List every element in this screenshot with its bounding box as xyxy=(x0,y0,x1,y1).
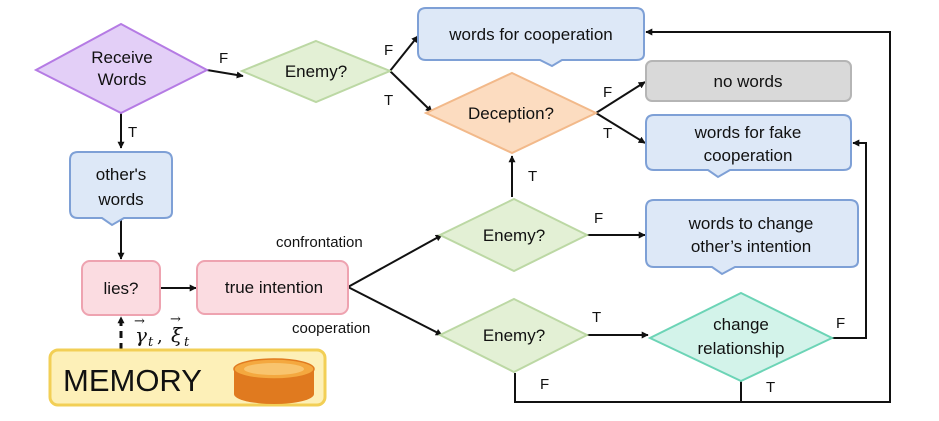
node-lies: lies? xyxy=(81,260,161,316)
edge-deception-no-words xyxy=(595,81,646,114)
true-intention-shape xyxy=(196,260,349,315)
symbol-xi-vector-arrow: → xyxy=(170,312,181,327)
receive-words-line1: Receive xyxy=(91,48,152,67)
edge-enemy-bot-loop xyxy=(514,373,741,403)
node-enemy-bot: Enemy? xyxy=(437,297,590,374)
words-for-cooperation-label: words for cooperation xyxy=(448,25,612,44)
connectors xyxy=(117,28,891,403)
edge-deception-fake-coop xyxy=(595,112,646,144)
change-relationship-line1: change xyxy=(713,315,769,334)
node-true-intention: true intention xyxy=(196,260,349,315)
lies-shape xyxy=(81,260,161,316)
lies-label: lies? xyxy=(104,279,139,298)
symbol-gamma-vector-arrow: → xyxy=(134,314,145,329)
edge-receive-enemy-top xyxy=(206,69,244,79)
enemy-top-label: Enemy? xyxy=(285,62,347,81)
symbol-gamma: γ xyxy=(135,323,147,347)
label-enemy-coop-f: F xyxy=(384,42,393,59)
no-words-shape xyxy=(645,60,852,102)
label-change-rel-fake-f: F xyxy=(836,315,845,332)
words-to-change-intention-line1: words to change xyxy=(688,214,814,233)
edge-change-rel-fake-coop xyxy=(832,139,867,339)
words-to-change-intention-line2: other’s intention xyxy=(691,237,811,256)
symbol-comma: , xyxy=(157,326,163,347)
words-for-fake-cooperation-line1: words for fake xyxy=(694,123,802,142)
node-memory: MEMORY xyxy=(48,348,327,407)
edge-change-rel-loop-coop xyxy=(645,28,891,403)
words-to-change-intention-shape xyxy=(645,199,859,276)
label-enemy-mid-deception-t: T xyxy=(528,168,537,185)
symbol-xi-subscript: t xyxy=(184,335,190,350)
label-enemy-mid-change-f: F xyxy=(594,210,603,227)
no-words-label: no words xyxy=(714,72,783,91)
deception-shape xyxy=(423,71,599,155)
receive-words-line2: Words xyxy=(98,70,147,89)
label-enemy-deception-t: T xyxy=(384,92,393,109)
others-words-line2: words xyxy=(97,190,143,209)
node-words-for-fake-cooperation: words for fake cooperation xyxy=(645,114,852,179)
database-icon-rim xyxy=(244,363,304,375)
enemy-mid-label: Enemy? xyxy=(483,226,545,245)
memory-symbols: γ → t , ξ → t xyxy=(134,312,190,350)
edge-enemy-top-deception xyxy=(389,70,433,113)
enemy-bot-label: Enemy? xyxy=(483,326,545,345)
edge-cooperation xyxy=(347,286,443,336)
symbol-xi: ξ xyxy=(171,323,183,347)
receive-words-shape xyxy=(33,22,210,115)
node-words-to-change-intention: words to change other’s intention xyxy=(645,199,859,276)
label-cooperation: cooperation xyxy=(292,320,370,337)
change-relationship-shape xyxy=(647,291,835,383)
deception-label: Deception? xyxy=(468,104,554,123)
label-receive-others-t: T xyxy=(128,124,137,141)
symbol-gamma-subscript: t xyxy=(148,335,154,350)
node-enemy-mid: Enemy? xyxy=(437,197,590,273)
words-for-fake-cooperation-shape xyxy=(645,114,852,179)
edge-enemy-top-coop xyxy=(389,35,419,72)
label-confrontation: confrontation xyxy=(276,234,363,251)
label-enemy-bot-loop-f: F xyxy=(540,376,549,393)
label-enemy-bot-change-rel-t: T xyxy=(592,309,601,326)
enemy-bot-shape xyxy=(437,297,590,374)
true-intention-label: true intention xyxy=(225,278,323,297)
label-deception-fake-t: T xyxy=(603,125,612,142)
enemy-mid-shape xyxy=(437,197,590,273)
edge-confrontation xyxy=(347,234,443,288)
label-change-rel-loop-t: T xyxy=(766,379,775,396)
change-relationship-line2: relationship xyxy=(698,339,785,358)
label-receive-enemy-f: F xyxy=(219,50,228,67)
others-words-shape xyxy=(69,151,173,227)
words-for-cooperation-shape xyxy=(417,7,645,68)
database-icon xyxy=(233,358,315,404)
words-for-fake-cooperation-line2: cooperation xyxy=(704,146,793,165)
node-enemy-top: Enemy? xyxy=(239,39,393,104)
others-words-line1: other's xyxy=(96,165,147,184)
label-deception-no-f: F xyxy=(603,84,612,101)
memory-label: MEMORY xyxy=(63,363,202,398)
node-words-for-cooperation: words for cooperation xyxy=(417,7,645,68)
node-receive-words: Receive Words xyxy=(33,22,210,115)
enemy-top-shape xyxy=(239,39,393,104)
node-deception: Deception? xyxy=(423,71,599,155)
node-no-words: no words xyxy=(645,60,852,102)
edge-labels: F T F T F T T F confrontation cooperatio… xyxy=(128,42,845,396)
node-change-relationship: change relationship xyxy=(647,291,835,383)
node-others-words: other's words xyxy=(69,151,173,227)
